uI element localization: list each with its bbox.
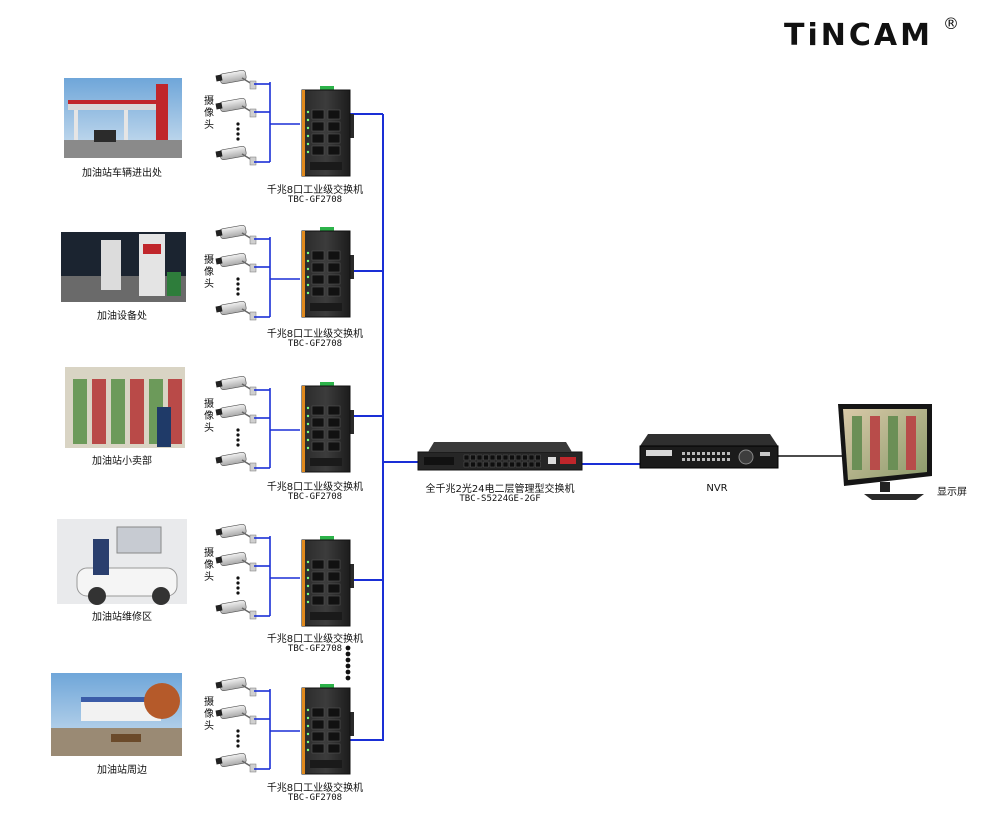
camera-label: 摄像头 <box>204 548 214 583</box>
more-switches-dot <box>345 651 351 657</box>
convenience-store-photo <box>65 367 185 448</box>
ellipsis-dot <box>236 576 240 580</box>
core-switch <box>417 442 583 471</box>
camera-label: 摄像头 <box>204 399 214 434</box>
more-switches-dot <box>345 663 351 669</box>
ellipsis-dot <box>236 744 240 748</box>
ellipsis-dot <box>236 127 240 131</box>
more-switches-dot <box>345 645 351 651</box>
camera-icon <box>215 752 257 773</box>
ellipsis-dot <box>236 591 240 595</box>
location-label: 加油站车辆进出处 <box>82 168 162 179</box>
ellipsis-dot <box>236 292 240 296</box>
camera-icon <box>215 224 257 245</box>
repair-area-photo <box>57 519 187 605</box>
location-label: 加油设备处 <box>97 311 147 322</box>
nvr-label: NVR <box>706 483 728 494</box>
switch-model-label: TBC-GF2708 <box>287 793 343 803</box>
camera-icon <box>215 704 257 725</box>
industrial-switch <box>301 382 354 473</box>
core-switch-model-label: TBC-S5224GE-2GF <box>459 494 541 504</box>
camera-icon <box>215 403 257 424</box>
camera-icon <box>215 375 257 396</box>
ellipsis-dot <box>236 729 240 733</box>
ellipsis-dot <box>236 132 240 136</box>
brand-logo: TiNCAM <box>784 18 933 53</box>
industrial-switch <box>301 684 354 775</box>
station-surroundings-photo <box>51 673 182 756</box>
ellipsis-dot <box>236 137 240 141</box>
industrial-switch <box>301 536 354 627</box>
camera-icon <box>215 451 257 472</box>
switch-name-label: 千兆8口工业级交换机 <box>266 482 364 493</box>
switch-name-label: 千兆8口工业级交换机 <box>266 783 364 794</box>
camera-label: 摄像头 <box>204 255 214 290</box>
camera-icon <box>215 252 257 273</box>
camera-icon <box>215 97 257 118</box>
camera-icon <box>215 300 257 321</box>
ellipsis-dot <box>236 122 240 126</box>
ellipsis-dot <box>236 739 240 743</box>
switch-name-label: 千兆8口工业级交换机 <box>266 634 364 645</box>
registered-mark: ® <box>943 14 959 33</box>
more-switches-dot <box>345 657 351 663</box>
switch-model-label: TBC-GF2708 <box>287 195 343 205</box>
ellipsis-dot <box>236 433 240 437</box>
fuel-dispenser-photo <box>61 232 186 302</box>
ellipsis-dot <box>236 734 240 738</box>
nvr-device <box>639 434 779 469</box>
ellipsis-dot <box>236 277 240 281</box>
ellipsis-dot <box>236 287 240 291</box>
switch-model-label: TBC-GF2708 <box>287 644 343 654</box>
location-label: 加油站小卖部 <box>92 456 152 467</box>
ellipsis-dot <box>236 282 240 286</box>
switch-name-label: 千兆8口工业级交换机 <box>266 329 364 340</box>
monitor-device <box>838 404 932 500</box>
camera-icon <box>215 551 257 572</box>
ellipsis-dot <box>236 586 240 590</box>
gas-station-entrance-photo <box>64 78 182 158</box>
more-switches-dot <box>345 669 351 675</box>
switch-name-label: 千兆8口工业级交换机 <box>266 185 364 196</box>
ellipsis-dot <box>236 581 240 585</box>
switch-model-label: TBC-GF2708 <box>287 492 343 502</box>
camera-icon <box>215 69 257 90</box>
more-switches-dot <box>345 675 351 681</box>
camera-label: 摄像头 <box>204 697 214 732</box>
location-label: 加油站维修区 <box>92 612 152 623</box>
switch-model-label: TBC-GF2708 <box>287 339 343 349</box>
camera-icon <box>215 145 257 166</box>
ellipsis-dot <box>236 438 240 442</box>
camera-icon <box>215 599 257 620</box>
monitor-label: 显示屏 <box>937 487 967 498</box>
ellipsis-dot <box>236 443 240 447</box>
ellipsis-dot <box>236 428 240 432</box>
location-label: 加油站周边 <box>97 765 147 776</box>
camera-icon <box>215 523 257 544</box>
camera-label: 摄像头 <box>204 96 214 131</box>
industrial-switch <box>301 227 354 318</box>
camera-icon <box>215 676 257 697</box>
core-switch-name-label: 全千兆2光24电二层管理型交换机 <box>425 484 575 495</box>
industrial-switch <box>301 86 354 177</box>
